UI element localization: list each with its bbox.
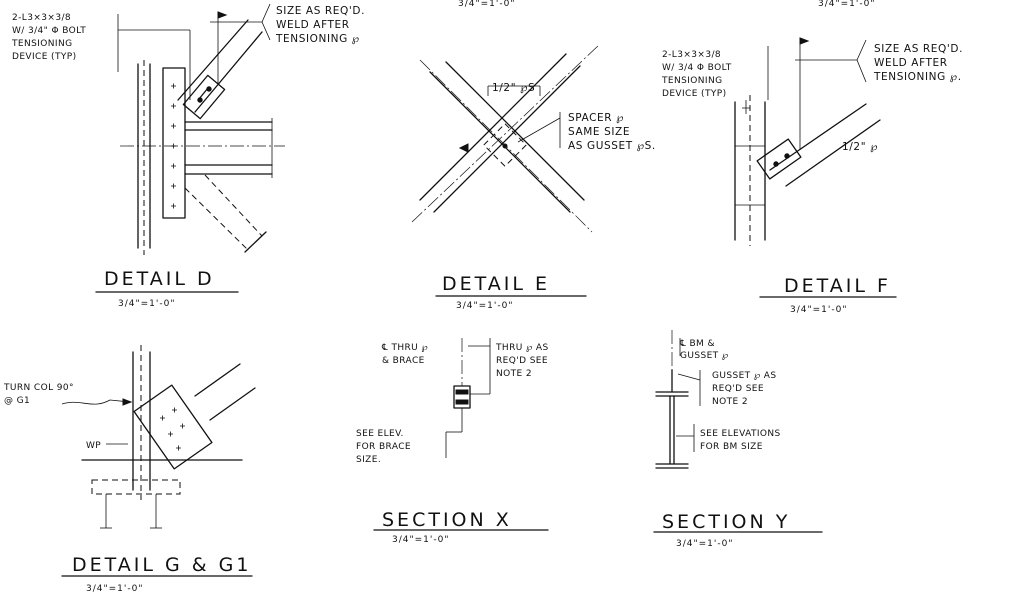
detail-f-bolt-note-1: 2-L3×3×3/8: [662, 50, 721, 60]
detail-g-drawing: [61, 345, 256, 529]
section-y-elev-note-2: FOR BM SIZE: [700, 442, 763, 452]
detail-d-bolt-note-3: TENSIONING: [11, 39, 72, 49]
section-x-thru-brace-note-2: & BRACE: [382, 356, 425, 366]
detail-f-weld-note-3: TENSIONING ℘.: [873, 71, 962, 83]
top-scale-right: 3/4"=1'-0": [818, 0, 875, 9]
section-y-gusset-note-1: GUSSET ℘ AS: [712, 371, 776, 381]
section-x-scale: 3/4"=1'-0": [392, 535, 449, 545]
section-x-thru-brace-note-1: ℄ THRU ℘: [381, 343, 428, 353]
detail-f-plate-note: 1/2" ℘: [842, 141, 878, 153]
section-x-title: SECTION X: [382, 509, 512, 531]
section-y-elev-note-1: SEE ELEVATIONS: [700, 429, 781, 439]
detail-f-bolt-note-2: W/ 3/4 Φ BOLT: [662, 63, 732, 73]
detail-d-weld-note-3: TENSIONING ℘: [275, 33, 360, 45]
detail-g-scale: 3/4"=1'-0": [86, 584, 143, 594]
detail-e-scale: 3/4"=1'-0": [456, 301, 513, 311]
section-y-gusset-note-2: REQ'D SEE: [712, 384, 764, 394]
detail-e-spacer-note-2: SAME SIZE: [568, 126, 630, 138]
detail-f-drawing: [734, 37, 881, 246]
detail-e-title: DETAIL E: [442, 273, 550, 295]
detail-g-turn-note-1: TURN COL 90°: [3, 383, 74, 393]
section-y-cl-note-1: ℄ BM &: [679, 339, 715, 349]
section-x-see-elev-note-2: FOR BRACE: [356, 442, 411, 452]
top-scale-center: 3/4"=1'-0": [458, 0, 515, 9]
section-x-drawing: [445, 338, 491, 458]
detail-f-bolt-note-3: TENSIONING: [661, 76, 722, 86]
detail-e-drawing: [411, 43, 601, 233]
detail-d-bolt-note-1: 2-L3×3×3/8: [12, 13, 71, 23]
detail-e-spacer-note-3: AS GUSSET ℘S.: [568, 140, 656, 152]
section-x-see-elev-note-3: SIZE.: [356, 455, 381, 465]
section-y-drawing: [655, 330, 701, 469]
section-x-thru-plate-note-1: THRU ℘ AS: [495, 343, 549, 353]
detail-d-scale: 3/4"=1'-0": [118, 299, 175, 309]
section-x-thru-plate-note-2: REQ'D SEE: [496, 356, 548, 366]
detail-f-scale: 3/4"=1'-0": [790, 305, 847, 315]
detail-d-drawing: [117, 3, 285, 255]
detail-d-title: DETAIL D: [104, 268, 215, 290]
section-y-title: SECTION Y: [662, 511, 790, 533]
detail-g-title: DETAIL G & G1: [72, 554, 251, 576]
section-y-gusset-note-3: NOTE 2: [712, 397, 748, 407]
section-y-scale: 3/4"=1'-0": [676, 539, 733, 549]
section-x-see-elev-note-1: SEE ELEV.: [356, 429, 404, 439]
detail-e-spacer-note-1: SPACER ℘: [568, 112, 624, 124]
detail-d-bolt-note-2: W/ 3/4" Φ BOLT: [12, 26, 86, 36]
section-x-thru-plate-note-3: NOTE 2: [496, 369, 532, 379]
detail-f-weld-note-2: WELD AFTER: [874, 57, 948, 69]
detail-g-turn-note-2: @ G1: [4, 396, 30, 406]
detail-d-weld-note-2: WELD AFTER: [276, 19, 350, 31]
detail-e-plates-note: 1/2" ℘S: [492, 82, 535, 94]
detail-d-bolt-note-4: DEVICE (TYP): [12, 52, 77, 62]
detail-f-bolt-note-4: DEVICE (TYP): [662, 89, 727, 99]
detail-f-title: DETAIL F: [784, 275, 891, 297]
detail-d-weld-note-1: SIZE AS REQ'D.: [276, 5, 365, 17]
detail-g-wp-label: WP: [86, 441, 101, 451]
detail-f-weld-note-1: SIZE AS REQ'D.: [874, 43, 963, 55]
section-y-cl-note-2: GUSSET ℘: [680, 351, 729, 361]
